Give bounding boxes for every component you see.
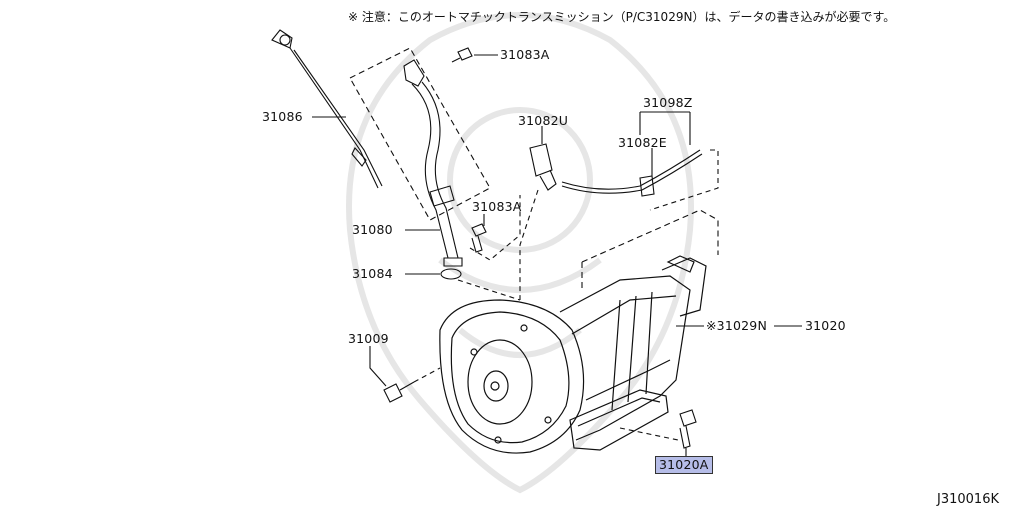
label-31086[interactable]: 31086 bbox=[262, 109, 303, 124]
label-31082u[interactable]: 31082U bbox=[518, 113, 569, 128]
bolt-31083a-top[interactable] bbox=[451, 47, 473, 63]
label-31084[interactable]: 31084 bbox=[352, 266, 393, 281]
filler-tube-part[interactable] bbox=[403, 59, 463, 267]
bolt-31083a-mid[interactable] bbox=[471, 223, 487, 253]
leader-31098z bbox=[639, 111, 691, 145]
label-31082e[interactable]: 31082E bbox=[618, 135, 667, 150]
connector-31082u[interactable] bbox=[529, 143, 557, 191]
leader-31009 bbox=[369, 346, 387, 387]
label-31080[interactable]: 31080 bbox=[352, 222, 393, 237]
harness-31082e[interactable] bbox=[561, 149, 703, 197]
note-text: ※ 注意：このオートマチックトランスミッション（P/C31029N）は、データの… bbox=[348, 10, 896, 24]
transmission-assembly[interactable] bbox=[439, 255, 707, 454]
diagram-id: J310016K bbox=[937, 492, 999, 507]
bolt-31020a[interactable] bbox=[679, 409, 697, 449]
dipstick-part[interactable] bbox=[271, 29, 383, 189]
label-31083a-top[interactable]: 31083A bbox=[500, 47, 550, 62]
dashed-link-mid bbox=[469, 195, 521, 261]
label-31029n[interactable]: ※31029N bbox=[706, 318, 767, 333]
o-ring-part[interactable] bbox=[440, 268, 462, 280]
label-31020a-highlighted[interactable]: 31020A bbox=[655, 456, 713, 474]
label-31098z[interactable]: 31098Z bbox=[643, 95, 693, 110]
watermark-emblem bbox=[346, 12, 694, 494]
filler-group-box bbox=[349, 47, 491, 221]
bolt-31009[interactable] bbox=[383, 381, 415, 403]
label-31020[interactable]: 31020 bbox=[805, 318, 846, 333]
label-31009[interactable]: 31009 bbox=[348, 331, 389, 346]
label-31083a-mid[interactable]: 31083A bbox=[472, 199, 522, 214]
